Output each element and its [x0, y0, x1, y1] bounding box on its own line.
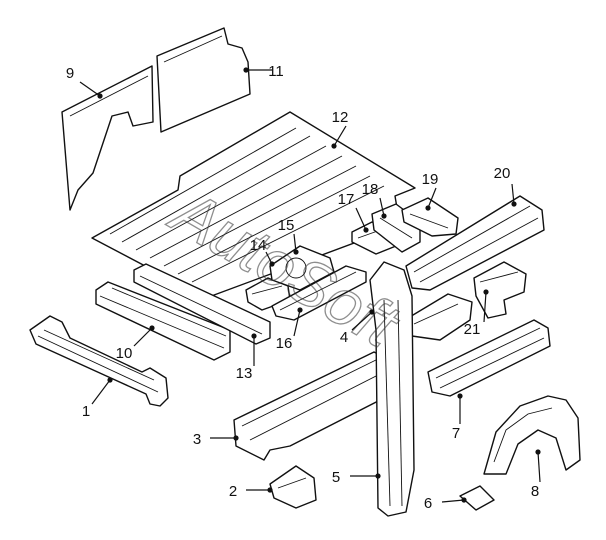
callout-1: 1 — [82, 377, 113, 420]
callout-dot — [457, 393, 463, 399]
callout-label: 15 — [278, 217, 295, 234]
callout-8: 8 — [531, 449, 541, 500]
callout-14: 14 — [250, 237, 275, 267]
callout-18: 18 — [362, 181, 387, 219]
callout-dot — [269, 261, 275, 267]
callout-label: 11 — [268, 63, 284, 80]
callout-label: 13 — [236, 365, 253, 382]
callout-dot — [233, 435, 239, 441]
callout-dot — [363, 227, 369, 233]
part-9-trim-panel — [61, 65, 154, 211]
callout-dot — [149, 325, 155, 331]
callout-6: 6 — [424, 495, 467, 512]
part-11-trim-panel — [156, 27, 251, 133]
callout-label: 3 — [193, 431, 201, 448]
part-1-front-crossmember — [29, 315, 169, 407]
callout-label: 18 — [362, 181, 379, 198]
part-20-rear-crossmember — [405, 195, 545, 291]
callout-19: 19 — [422, 171, 439, 211]
callout-dot — [243, 67, 249, 73]
callout-label: 4 — [340, 329, 348, 346]
callout-dot — [267, 487, 273, 493]
part-6-plate — [459, 485, 495, 511]
callout-dot — [461, 497, 467, 503]
callout-dot — [97, 93, 103, 99]
callout-dot — [369, 309, 375, 315]
callout-3: 3 — [193, 431, 239, 448]
callout-label: 5 — [332, 469, 340, 486]
callout-label: 1 — [82, 403, 90, 420]
part-4-bracket — [407, 293, 473, 341]
callout-dot — [535, 449, 541, 455]
callout-10: 10 — [116, 325, 155, 362]
part-16-floor-rail — [271, 265, 367, 321]
part-12-floor-panel — [91, 111, 416, 299]
callout-leader-line — [379, 197, 385, 217]
callout-16: 16 — [276, 307, 303, 352]
part-8-wheel-arch — [483, 395, 581, 475]
callout-label: 19 — [422, 171, 439, 188]
callout-leader-line — [441, 499, 465, 503]
callout-label: 8 — [531, 483, 539, 500]
callout-11: 11 — [243, 63, 284, 80]
part-13-crossmember — [133, 263, 271, 345]
callout-9: 9 — [66, 65, 103, 99]
callout-label: 17 — [338, 191, 355, 208]
callout-leader-line — [293, 233, 297, 253]
callout-4: 4 — [340, 309, 375, 346]
callout-leader-line — [91, 379, 111, 405]
callout-label: 21 — [464, 321, 481, 338]
callout-dot — [483, 289, 489, 295]
callout-dot — [293, 249, 299, 255]
callout-label: 7 — [452, 425, 460, 442]
callout-dot — [251, 333, 257, 339]
callout-dot — [107, 377, 113, 383]
part-5-pillar — [369, 261, 415, 517]
callout-20: 20 — [494, 165, 517, 207]
callout-label: 20 — [494, 165, 511, 182]
part-10-crossmember — [95, 281, 231, 361]
callout-leader-line — [133, 327, 153, 347]
callout-label: 10 — [116, 345, 133, 362]
callout-13: 13 — [236, 333, 257, 382]
callout-dot — [425, 205, 431, 211]
callout-leader-line — [293, 309, 301, 337]
callout-leader-line — [537, 451, 541, 483]
callout-leader-line — [355, 207, 367, 231]
callout-leader-line — [79, 81, 101, 97]
callout-label: 6 — [424, 495, 432, 512]
callout-label: 16 — [276, 335, 293, 352]
callout-leader-line — [511, 183, 515, 205]
callout-label: 2 — [229, 483, 237, 500]
callout-dot — [511, 201, 517, 207]
callout-label: 12 — [332, 109, 349, 126]
callout-dot — [331, 143, 337, 149]
callout-21: 21 — [464, 289, 489, 338]
callout-7: 7 — [452, 393, 463, 442]
callout-label: 14 — [250, 237, 267, 254]
part-21-bracket — [473, 261, 527, 319]
callout-dot — [381, 213, 387, 219]
part-2-mounting-bracket — [269, 465, 317, 509]
callout-5: 5 — [332, 469, 381, 486]
callout-15: 15 — [278, 217, 299, 255]
callout-2: 2 — [229, 483, 273, 500]
callout-leader-line — [427, 187, 437, 209]
callout-17: 17 — [338, 191, 369, 233]
callout-12: 12 — [331, 109, 348, 149]
callout-leader-line — [351, 311, 373, 331]
callout-dot — [375, 473, 381, 479]
part-3-longitudinal-member — [233, 351, 393, 461]
part-19-seat-bracket — [401, 197, 459, 237]
callout-leader-line — [333, 125, 347, 147]
callout-dot — [297, 307, 303, 313]
callout-label: 9 — [66, 65, 74, 82]
callout-leader-line — [483, 291, 487, 323]
part-7-side-rail — [427, 319, 551, 397]
